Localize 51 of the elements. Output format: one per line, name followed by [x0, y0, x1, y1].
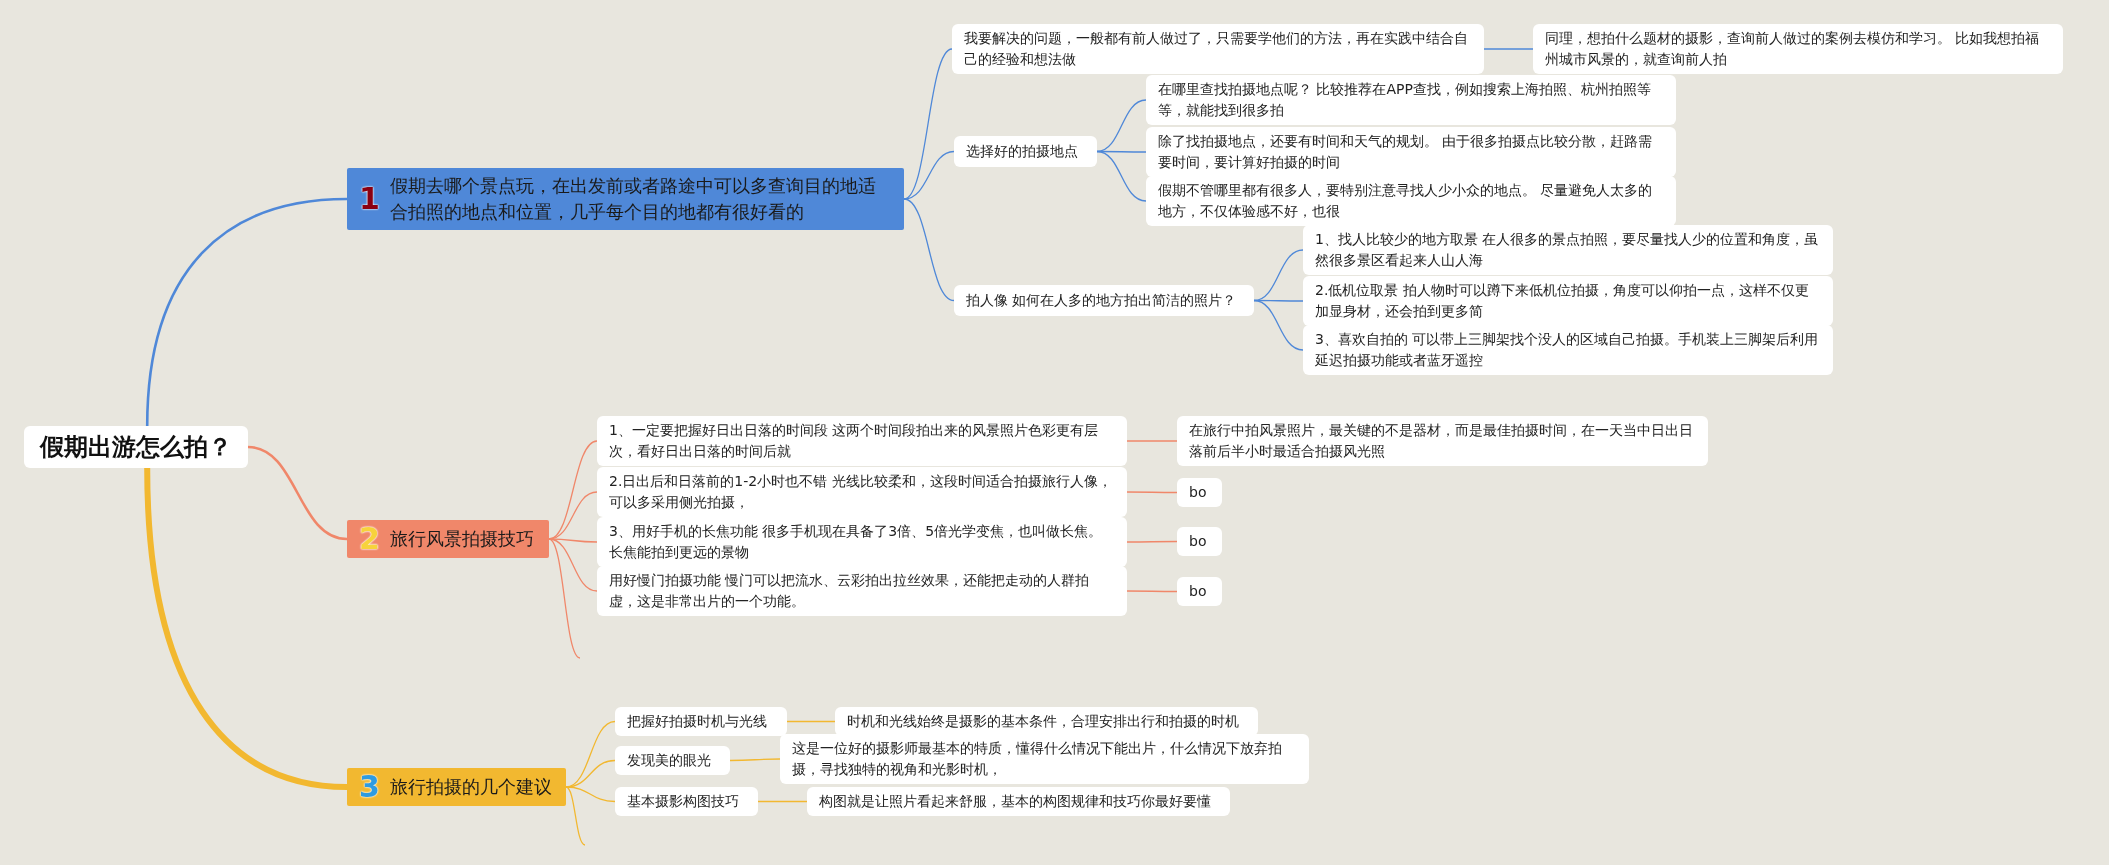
connector-line — [903, 198, 955, 302]
central-topic-box: 假期出游怎么拍？ — [24, 426, 248, 468]
branch-number: 1 — [359, 184, 380, 214]
connector-line — [144, 467, 348, 790]
connector-line — [565, 786, 586, 846]
topic-box: bo — [1177, 478, 1222, 507]
branch-title: 旅行风景拍摄技巧 — [389, 527, 534, 551]
branch-topic-box — [347, 520, 549, 558]
topic-box: 发现美的眼光 — [615, 746, 730, 775]
branch-title: 假期去哪个景点玩，在出发前或者路途中可以多查询目的地适合拍照的地点和位置，几乎每个目的地都有很好看的 — [389, 174, 877, 224]
topic-box: 1、找人比较少的地方取景 在人很多的景点拍照，要尽量找人少的位置和角度，虽然很多景区看起来人山人海 — [1303, 225, 1833, 275]
connector-line — [1096, 150, 1147, 202]
topic-box: 选择好的拍摄地点 — [954, 136, 1097, 167]
connector-line — [1126, 590, 1178, 593]
topic-box: 假期不管哪里都有很多人，要特别注意寻找人少小众的地点。 尽量避免人太多的地方，不仅体验感不好，也很 — [1146, 176, 1676, 226]
branch-number: 3 — [359, 772, 380, 802]
connector-line — [565, 786, 616, 803]
topic-box: 用好慢门拍摄功能 慢门可以把流水、云彩拍出拉丝效果，还能把走动的人群拍虚，这是非常出片的一个功能。 — [597, 566, 1127, 616]
topic-box: 时机和光线始终是摄影的基本条件，合理安排出行和拍摄的时机 — [835, 707, 1258, 736]
branch-number: 2 — [359, 524, 380, 554]
topic-box: 我要解决的问题，一般都有前人做过了，只需要学他们的方法，再在实践中结合自己的经验和想法做 — [952, 24, 1484, 74]
topic-box: 拍人像 如何在人多的地方拍出简洁的照片？ — [954, 285, 1254, 316]
topic-box: bo — [1177, 527, 1222, 556]
connector-line — [247, 445, 348, 541]
topic-box: 这是一位好的摄影师最基本的特质，懂得什么情况下能出片，什么情况下放弃拍摄，寻找独特的视角和光影时机， — [780, 734, 1309, 784]
connector-line — [1126, 491, 1178, 494]
connector-line — [145, 197, 348, 427]
connector-line — [786, 720, 836, 723]
branch-topic-box — [347, 768, 566, 806]
topic-box: 除了找拍摄地点，还要有时间和天气的规划。 由于很多拍摄点比较分散，赶路需要时间，要计算好拍摄的时间 — [1146, 127, 1676, 177]
topic-box: 1、一定要把握好日出日落的时间段 这两个时间段拍出来的风景照片色彩更有层次，看好日出日落的时间后就 — [597, 416, 1127, 466]
topic-box: 3、用好手机的长焦功能 很多手机现在具备了3倍、5倍光学变焦，也叫做长焦。长焦能拍到更远的景物 — [597, 517, 1127, 567]
connector-line — [1483, 48, 1534, 50]
connector-line — [1253, 299, 1304, 351]
connector-line — [548, 538, 581, 659]
topic-box: 2.低机位取景 拍人物时可以蹲下来低机位拍摄，角度可以仰拍一点，这样不仅更加显身材，还会拍到更多简 — [1303, 276, 1833, 326]
connector-line — [1126, 440, 1178, 442]
connector-line — [757, 800, 808, 803]
topic-box: bo — [1177, 577, 1222, 606]
connector-line — [729, 758, 781, 762]
connector-line — [1126, 540, 1178, 543]
topic-box: 构图就是让照片看起来舒服，基本的构图规律和技巧你最好要懂 — [807, 787, 1230, 816]
topic-box: 同理，想拍什么题材的摄影，查询前人做过的案例去模仿和学习。 比如我想拍福州城市风景的，就查询前人拍 — [1533, 24, 2063, 74]
topic-box: 2.日出后和日落前的1-2小时也不错 光线比较柔和，这段时间适合拍摄旅行人像，可以多采用侧光拍摄， — [597, 467, 1127, 517]
topic-box: 基本摄影构图技巧 — [615, 787, 758, 816]
topic-box: 3、喜欢自拍的 可以带上三脚架找个没人的区域自己拍摄。手机装上三脚架后利用延迟拍摄功能或者蓝牙遥控 — [1303, 325, 1833, 375]
topic-box: 在哪里查找拍摄地点呢？ 比较推荐在APP查找，例如搜索上海拍照、杭州拍照等等，就能找到很多拍 — [1146, 75, 1676, 125]
branch-title: 旅行拍摄的几个建议 — [389, 775, 552, 799]
topic-box: 在旅行中拍风景照片，最关键的不是器材，而是最佳拍摄时间，在一天当中日出日落前后半小时最适合拍摄风光照 — [1177, 416, 1708, 466]
topic-box: 把握好拍摄时机与光线 — [615, 707, 787, 736]
branch-topic-box — [347, 168, 904, 230]
